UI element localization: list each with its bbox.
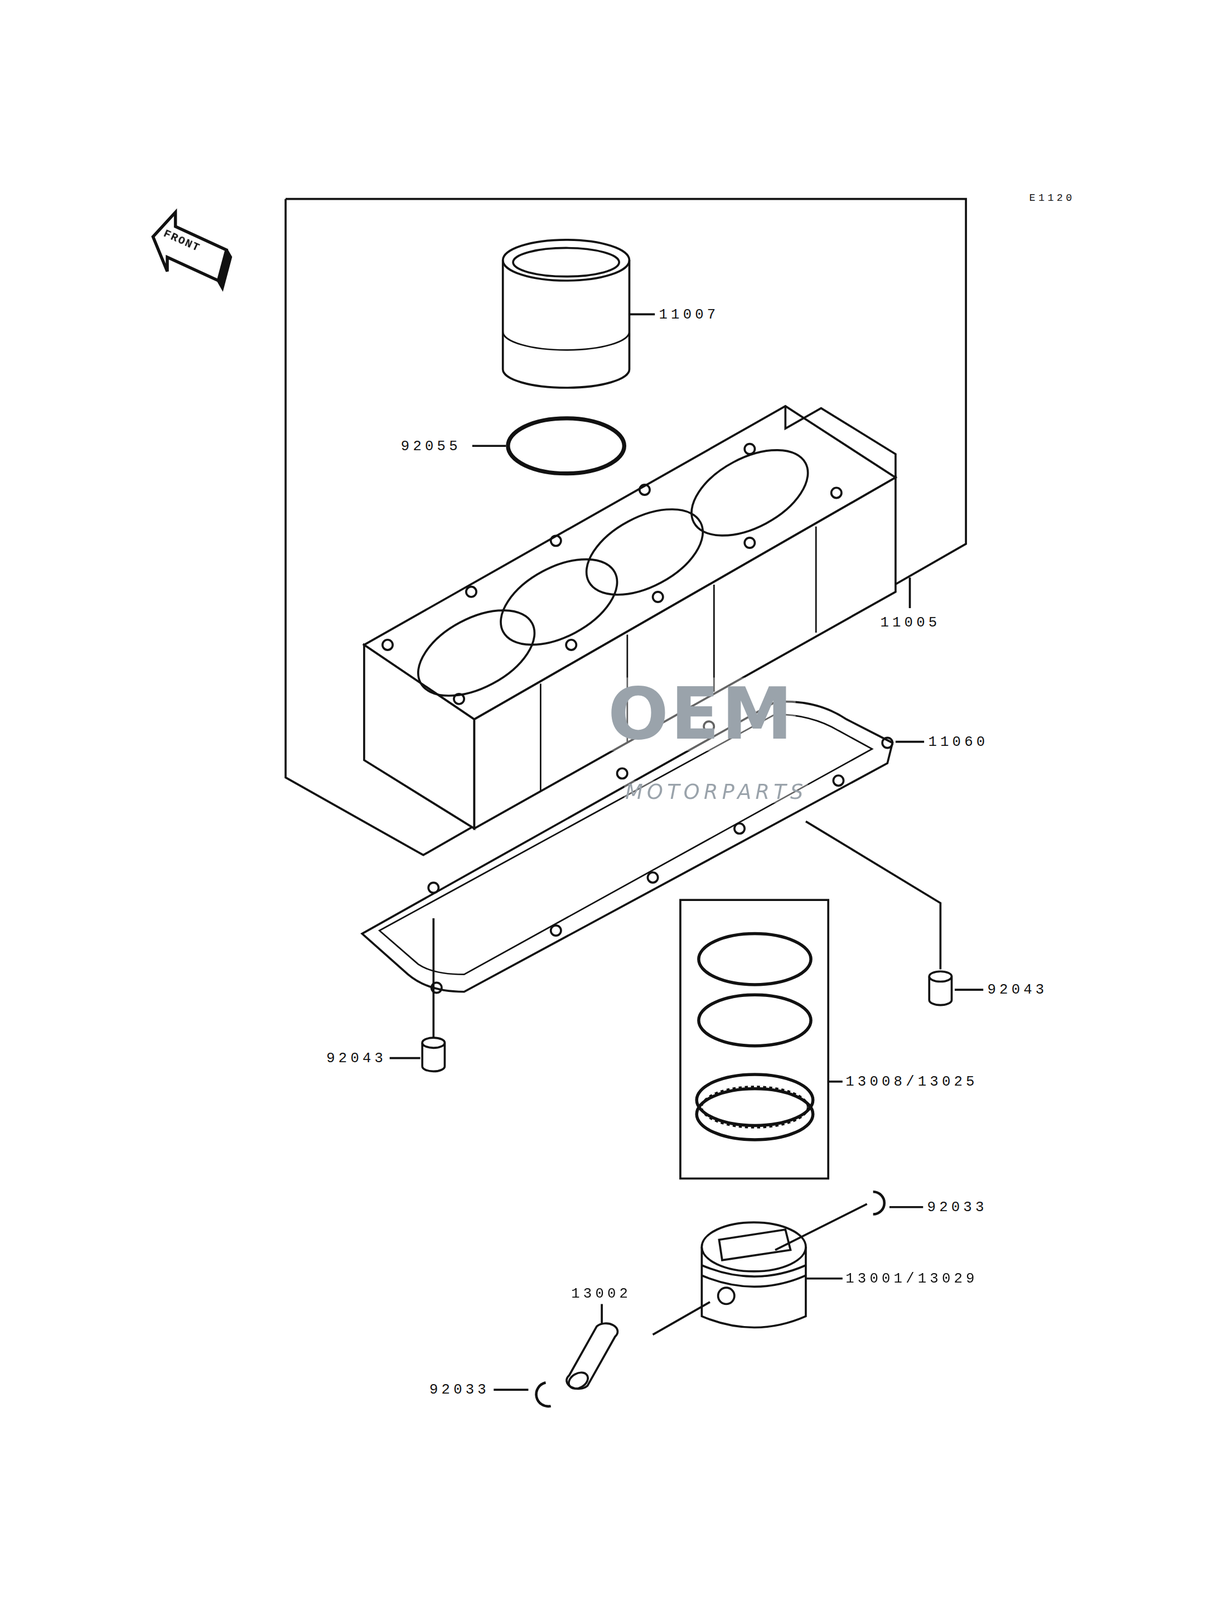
callout-number: 11005 — [879, 614, 942, 631]
callout-number: 13001/13029 — [844, 1269, 979, 1287]
callout-number: 92043 — [325, 1049, 388, 1066]
callout-number: 13002 — [569, 1285, 633, 1302]
watermark: OEM — [606, 677, 796, 751]
callout-number: 92033 — [428, 1380, 491, 1397]
callout-number: 11007 — [658, 306, 721, 323]
drawing-code: E1120 — [1028, 190, 1077, 207]
callout-number: 11060 — [927, 733, 990, 750]
callout-number: 13008/13025 — [844, 1072, 979, 1090]
callout-number: 92055 — [399, 437, 463, 454]
watermark: MOTORPARTS — [624, 780, 809, 803]
callout-number: 92033 — [926, 1198, 989, 1215]
callout-number: 92043 — [986, 980, 1050, 998]
